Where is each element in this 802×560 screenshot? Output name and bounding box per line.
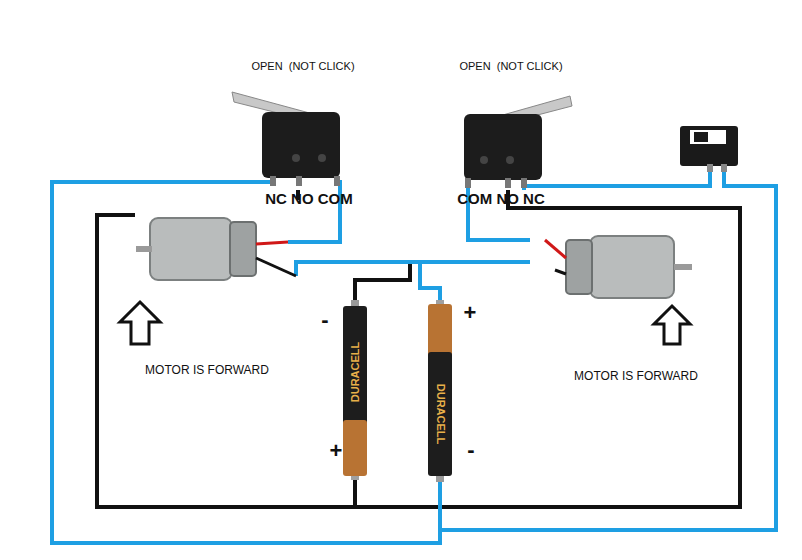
polarity-sign: + xyxy=(464,302,477,324)
battery-brand: DURACELL xyxy=(350,342,361,403)
motor-direction-note: MOTOR IS FORWARD xyxy=(145,364,269,376)
polarity-sign: + xyxy=(330,440,343,462)
switch-state-note: OPEN (NOT CLICK) xyxy=(251,61,354,72)
pin-names: COM NO NC xyxy=(457,191,545,206)
polarity-sign: - xyxy=(321,309,328,331)
up-arrow xyxy=(654,306,690,344)
rocker-switch xyxy=(680,126,738,172)
battery xyxy=(428,300,452,482)
battery-brand: DURACELL xyxy=(435,384,446,445)
dc-motor xyxy=(136,208,296,288)
up-arrow xyxy=(120,302,160,344)
micro-switch xyxy=(232,92,340,186)
dc-motor xyxy=(530,226,696,306)
micro-switch xyxy=(464,96,572,188)
battery xyxy=(343,300,367,480)
polarity-sign: - xyxy=(467,439,474,461)
switch-state-note: OPEN (NOT CLICK) xyxy=(459,61,562,72)
pin-names: NC NO COM xyxy=(265,191,353,206)
motor-direction-note: MOTOR IS FORWARD xyxy=(574,370,698,382)
